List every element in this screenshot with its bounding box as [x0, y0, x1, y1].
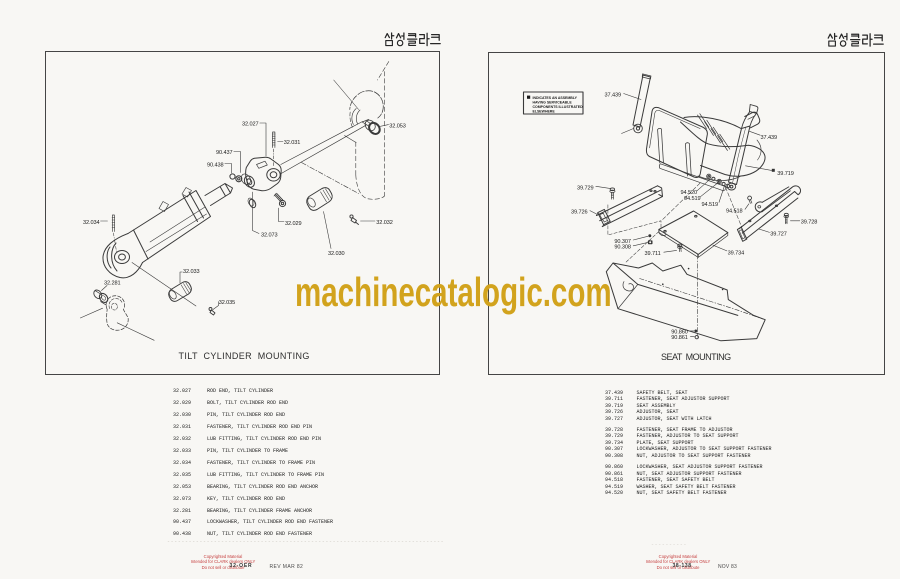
svg-text:INDICATES AN ASSEMBLY: INDICATES AN ASSEMBLY	[533, 96, 578, 100]
svg-text:90.860: 90.860	[671, 329, 688, 335]
svg-text:39.726: 39.726	[571, 209, 588, 215]
svg-text:90.307: 90.307	[614, 239, 631, 245]
svg-text:32.073: 32.073	[261, 232, 278, 238]
svg-text:39.719: 39.719	[777, 171, 794, 177]
svg-text:90.437: 90.437	[216, 150, 233, 156]
svg-text:94.518: 94.518	[726, 209, 743, 215]
svg-text:32.030: 32.030	[328, 251, 345, 257]
svg-text:94.519: 94.519	[702, 202, 719, 208]
svg-text:32.031: 32.031	[284, 140, 301, 146]
svg-text:COMPONENTS ILLUSTRATED: COMPONENTS ILLUSTRATED	[533, 105, 584, 109]
svg-text:32.033: 32.033	[183, 269, 200, 275]
svg-text:32.281: 32.281	[104, 280, 121, 286]
svg-text:37.439: 37.439	[761, 135, 778, 141]
svg-text:32.027: 32.027	[242, 121, 259, 127]
svg-text:94.519: 94.519	[684, 196, 701, 202]
svg-text:94.520: 94.520	[681, 190, 698, 196]
svg-text:90.308: 90.308	[614, 245, 631, 251]
svg-text:32.029: 32.029	[285, 221, 302, 227]
svg-text:32.035: 32.035	[219, 300, 236, 306]
svg-text:39.727: 39.727	[770, 232, 787, 238]
svg-text:39.711: 39.711	[645, 251, 661, 257]
svg-text:39.729: 39.729	[577, 185, 594, 191]
svg-text:32.053: 32.053	[389, 123, 406, 129]
svg-text:90.438: 90.438	[207, 162, 224, 168]
svg-text:39.734: 39.734	[728, 250, 745, 256]
svg-text:90.861: 90.861	[671, 335, 688, 341]
svg-text:37.439: 37.439	[605, 92, 622, 98]
svg-text:32.034: 32.034	[83, 220, 100, 226]
svg-text:HAVING SERVICEABLE: HAVING SERVICEABLE	[533, 100, 573, 104]
svg-text:ELSEWHERE: ELSEWHERE	[533, 109, 556, 113]
svg-text:32.032: 32.032	[376, 220, 393, 226]
svg-text:39.728: 39.728	[801, 219, 818, 225]
